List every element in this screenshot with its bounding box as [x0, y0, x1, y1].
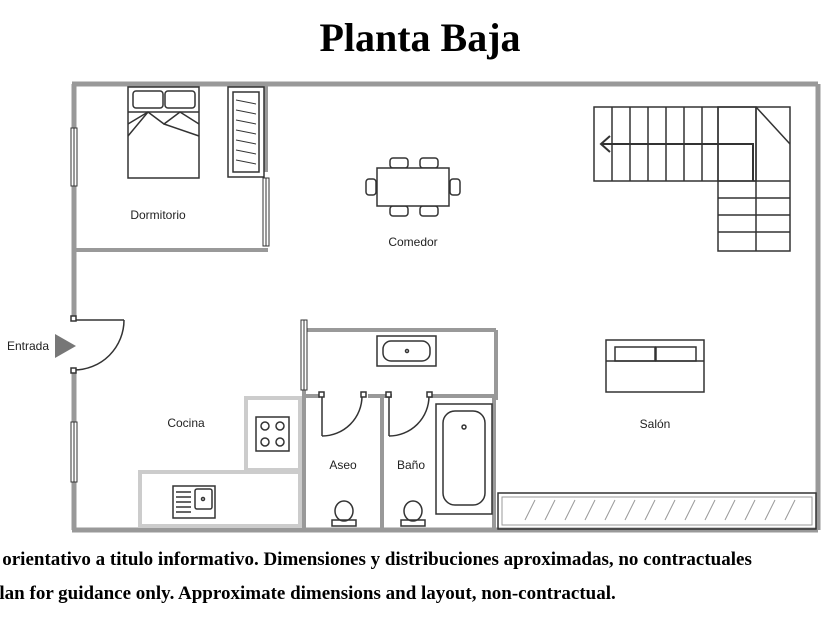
room-label-aseo: Aseo — [329, 458, 357, 472]
entrance-door — [70, 315, 125, 374]
sink-icon — [172, 485, 216, 519]
room-label-cocina: Cocina — [167, 416, 205, 430]
dining-table — [365, 157, 461, 217]
room-label-bano: Baño — [397, 458, 425, 472]
room-label-entrada: Entrada — [7, 339, 49, 353]
aseo-door — [318, 391, 367, 437]
salon-storage — [497, 492, 817, 530]
sofa — [605, 339, 705, 393]
room-label-comedor: Comedor — [388, 235, 437, 249]
room-label-dormitorio: Dormitorio — [130, 208, 186, 222]
disclaimer-spanish: o orientativo a titulo informativo. Dime… — [0, 549, 752, 570]
staircase — [593, 106, 791, 252]
outer-walls — [71, 81, 821, 533]
interior-walls — [74, 84, 498, 530]
hob-icon — [255, 416, 290, 452]
room-label-salon: Salón — [640, 417, 671, 431]
window-left-top — [70, 127, 78, 187]
toilet-bano-icon — [400, 500, 426, 527]
plan-title: Planta Baja — [319, 15, 521, 60]
bano-door — [385, 391, 433, 437]
entry-arrow-icon — [55, 334, 76, 358]
double-bed — [127, 86, 200, 179]
toilet-aseo-icon — [331, 500, 357, 527]
bathtub-icon — [435, 403, 493, 515]
window-aseo — [300, 319, 308, 391]
kitchen-counter — [138, 396, 302, 528]
washbasin-icon — [376, 335, 437, 367]
wardrobe — [227, 86, 265, 178]
window-left-bottom — [70, 421, 78, 483]
window-dormitorio-door — [262, 177, 270, 247]
disclaimer-english: r plan for guidance only. Approximate di… — [0, 583, 616, 604]
